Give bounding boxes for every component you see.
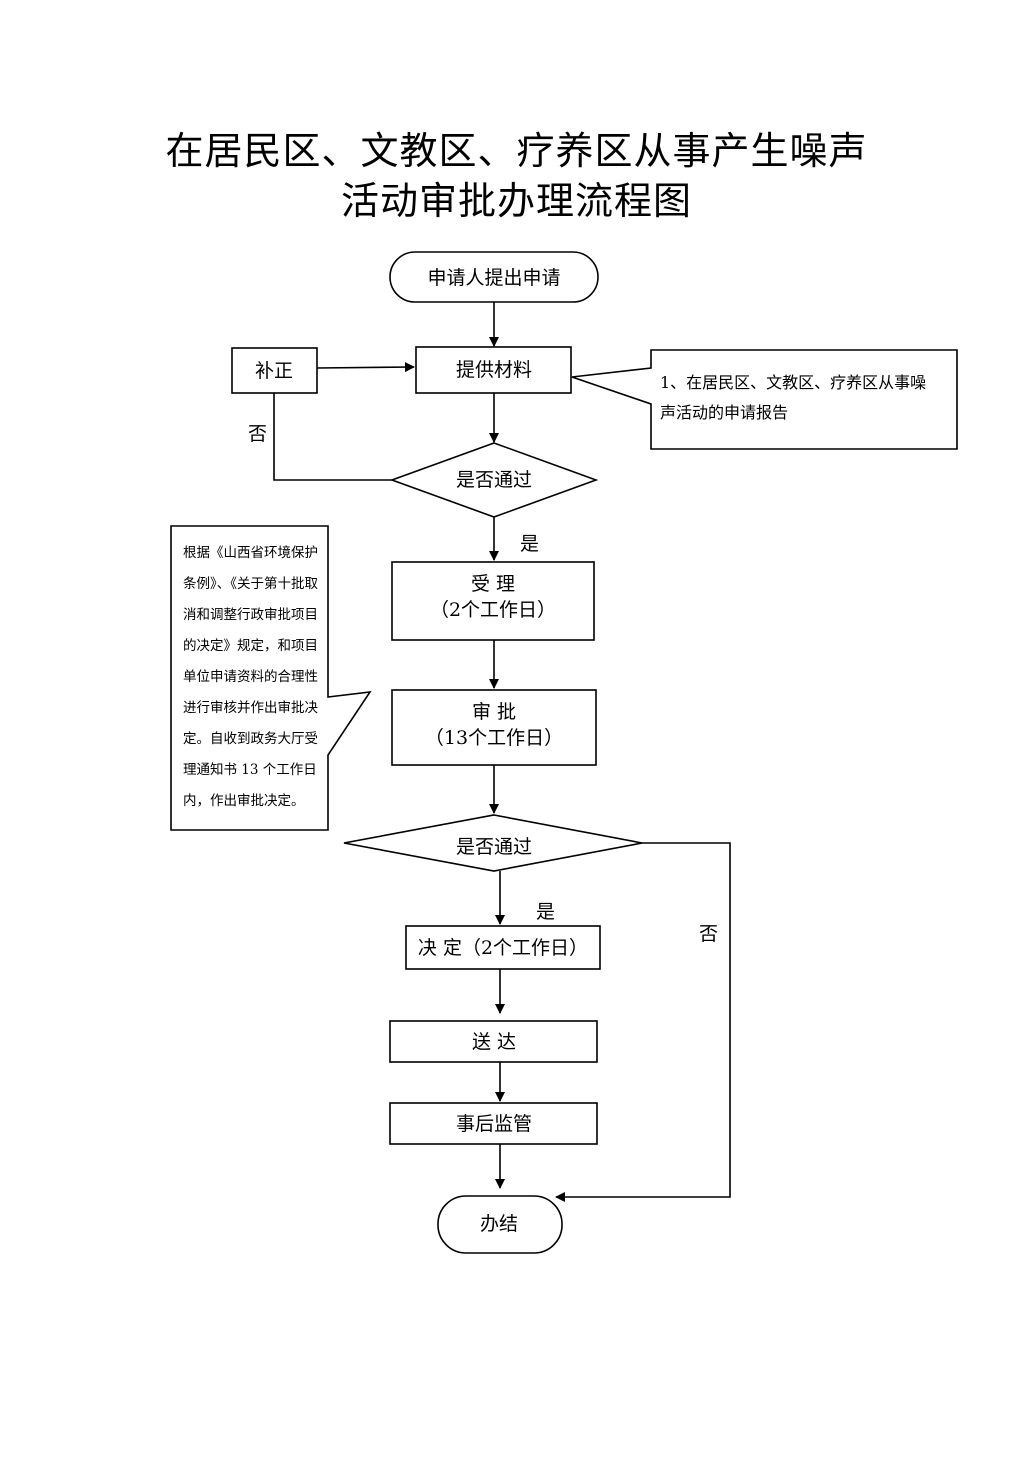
arrow-correction-to-materials (316, 362, 415, 373)
supervision-node-label: 事后监管 (456, 1113, 532, 1135)
apply-node-label: 申请人提出申请 (427, 267, 560, 289)
basis-note-line-4: 的决定》规定，和项目 (183, 638, 318, 654)
basis-note-line-6: 进行审核并作出审批决 (183, 700, 318, 716)
correction-node (231, 347, 318, 394)
no-path-check2-to-finish (555, 842, 731, 1202)
basis-note-line-2: 条例》、《关于第十批取 (183, 575, 318, 592)
materials-note-callout (571, 349, 958, 450)
check2-label: 是否通过 (456, 836, 532, 858)
supervision-node (389, 1102, 598, 1145)
basis-note-line-8: 理通知书 13 个工作日 (183, 761, 317, 778)
finish-node-label: 办结 (480, 1213, 518, 1235)
basis-note-line-1: 根据《山西省环境保护 (183, 545, 318, 561)
materials-node (415, 346, 572, 394)
no-label-2: 否 (699, 923, 718, 945)
accept-node-line-1: 受 理 (471, 573, 515, 595)
decision-node-label: 决 定（2个工作日） (418, 937, 588, 959)
materials-note-line-2: 声活动的申请报告 (660, 403, 788, 422)
approve-node-line-2: （13个工作日） (425, 727, 563, 749)
check2-diamond (343, 814, 643, 872)
approve-node-line-1: 审 批 (472, 701, 516, 723)
approve-node (391, 689, 597, 766)
basis-note-line-7: 定。自收到政务大厅受 (183, 731, 318, 747)
finish-node (437, 1195, 563, 1254)
check1-label: 是否通过 (456, 469, 532, 491)
delivery-node-label: 送 达 (472, 1031, 516, 1053)
accept-node (391, 561, 595, 641)
yes-label-1: 是 (520, 533, 539, 555)
basis-note-callout (170, 525, 372, 831)
page-title-line-2: 活动审批办理流程图 (340, 179, 692, 223)
basis-note-line-5: 单位申请资料的合理性 (183, 669, 318, 685)
basis-note-line-9: 内，作出审批决定。 (183, 793, 305, 809)
no-path-check1-to-correction (273, 393, 392, 481)
basis-note-line-3: 消和调整行政审批项目 (183, 607, 318, 623)
materials-node-label: 提供材料 (456, 359, 532, 381)
materials-note-line-1: 1、在居民区、文教区、疗养区从事噪 (660, 373, 926, 392)
yes-label-2: 是 (536, 901, 555, 923)
page-title-line-1: 在居民区、文教区、疗养区从事产生噪声 (165, 129, 868, 173)
decision-node (405, 925, 601, 970)
correction-node-label: 补正 (255, 360, 293, 382)
no-label-1: 否 (248, 423, 267, 445)
delivery-node (389, 1020, 598, 1063)
accept-node-line-2: （2个工作日） (430, 599, 556, 621)
